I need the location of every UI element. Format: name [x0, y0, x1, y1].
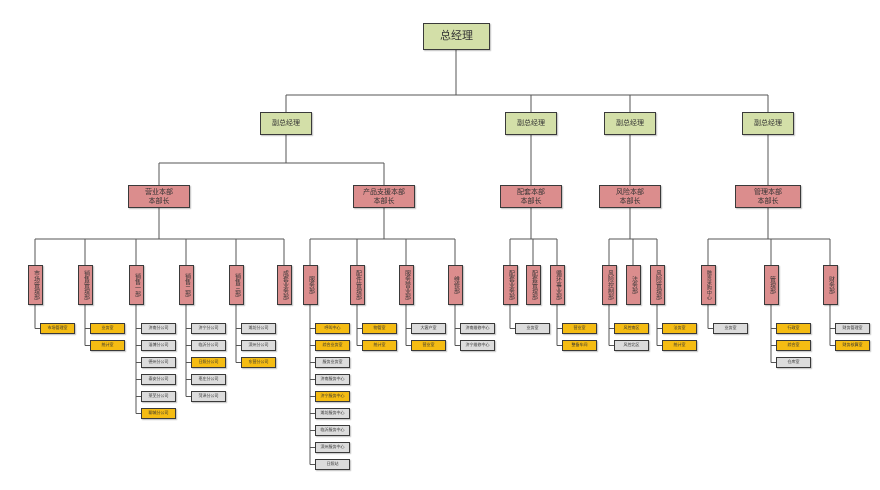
unit-node[interactable]: 日照分公司 — [191, 357, 226, 368]
unit-node[interactable]: 济宁分公司 — [191, 323, 226, 334]
unit-node[interactable]: 物管室 — [362, 323, 397, 334]
unit-node[interactable]: 潍坊服务中心 — [315, 408, 350, 419]
unit-node[interactable]: 综合室 — [776, 340, 811, 351]
unit-node[interactable]: 统计室 — [90, 340, 125, 351]
division-node[interactable]: 营业本部 本部长 — [128, 185, 190, 208]
unit-node[interactable]: 营业室 — [411, 340, 446, 351]
department-node[interactable]: 风险管理部 — [649, 265, 665, 305]
unit-node[interactable]: 呼叫中心 — [315, 323, 350, 334]
department-node[interactable]: 市场管理部 — [27, 265, 43, 305]
vp-node[interactable]: 副总经理 — [742, 112, 794, 135]
department-node[interactable]: 销售二部 — [178, 265, 194, 305]
department-node[interactable]: 销售三部 — [228, 265, 244, 305]
department-node[interactable]: 销售一部 — [128, 265, 144, 305]
unit-node[interactable]: 济南维修中心 — [460, 323, 495, 334]
unit-node[interactable]: 风控北区 — [614, 340, 649, 351]
department-node[interactable]: 融资采购中心 — [700, 265, 716, 305]
unit-node[interactable]: 服务业务室 — [315, 357, 350, 368]
unit-node[interactable]: 法务室 — [662, 323, 697, 334]
vp-node[interactable]: 副总经理 — [604, 112, 656, 135]
department-node[interactable]: 风险控制部 — [601, 265, 617, 305]
division-node[interactable]: 产品支援本部 本部长 — [353, 185, 415, 208]
unit-node[interactable]: 济宁服务中心 — [315, 391, 350, 402]
department-node[interactable]: 服务部 — [302, 265, 318, 305]
unit-node[interactable]: 淄博分公司 — [141, 340, 176, 351]
unit-node[interactable]: 财务管理室 — [835, 323, 870, 334]
department-node[interactable]: 循环事业部 — [549, 265, 565, 305]
vp-node[interactable]: 副总经理 — [260, 112, 312, 135]
unit-node[interactable]: 业务室 — [90, 323, 125, 334]
unit-node[interactable]: 综合业务室 — [315, 340, 350, 351]
unit-node[interactable]: 临沂服务中心 — [315, 425, 350, 436]
department-node[interactable]: 维修部 — [447, 265, 463, 305]
unit-node[interactable]: 滨州分公司 — [241, 340, 276, 351]
unit-node[interactable]: 济宁维修中心 — [460, 340, 495, 351]
unit-node[interactable]: 泰安分公司 — [141, 374, 176, 385]
unit-node[interactable]: 业务室 — [713, 323, 748, 334]
unit-node[interactable]: 风控南区 — [614, 323, 649, 334]
unit-node[interactable]: 济南分公司 — [141, 323, 176, 334]
unit-node[interactable]: 财务核算室 — [835, 340, 870, 351]
unit-node[interactable]: 市场管理室 — [40, 323, 75, 334]
unit-node[interactable]: 仓库室 — [776, 357, 811, 368]
division-node[interactable]: 管理本部 本部长 — [735, 185, 801, 208]
unit-node[interactable]: 枣庄分公司 — [191, 374, 226, 385]
department-node[interactable]: 服务营业部 — [398, 265, 414, 305]
unit-node[interactable]: 东营分公司 — [241, 357, 276, 368]
unit-node[interactable]: 营业室 — [562, 323, 597, 334]
ceo-node[interactable]: 总经理 — [423, 23, 490, 50]
department-node[interactable]: 成套业务部 — [276, 265, 292, 305]
department-node[interactable]: 销售管理部 — [77, 265, 93, 305]
unit-node[interactable]: 行政室 — [776, 323, 811, 334]
unit-node[interactable]: 济南服务中心 — [315, 374, 350, 385]
division-node[interactable]: 配套本部 本部长 — [500, 185, 562, 208]
department-node[interactable]: 管理部 — [763, 265, 779, 305]
unit-node[interactable]: 潍坊分公司 — [241, 323, 276, 334]
unit-node[interactable]: 大客户室 — [411, 323, 446, 334]
unit-node[interactable]: 统计室 — [362, 340, 397, 351]
unit-node[interactable]: 日照站 — [315, 459, 350, 470]
division-node[interactable]: 风险本部 本部长 — [599, 185, 661, 208]
department-node[interactable]: 配套管理部 — [525, 265, 541, 305]
vp-node[interactable]: 副总经理 — [505, 112, 557, 135]
unit-node[interactable]: 业务室 — [515, 323, 550, 334]
unit-node[interactable]: 临沂分公司 — [191, 340, 226, 351]
department-node[interactable]: 财务部 — [822, 265, 838, 305]
unit-node[interactable]: 德州分公司 — [141, 357, 176, 368]
unit-node[interactable]: 整备车间 — [562, 340, 597, 351]
department-node[interactable]: 配套业务部 — [502, 265, 518, 305]
unit-node[interactable]: 聊城分公司 — [141, 408, 176, 419]
unit-node[interactable]: 统计室 — [662, 340, 697, 351]
department-node[interactable]: 配件管理部 — [349, 265, 365, 305]
unit-node[interactable]: 莱芜分公司 — [141, 391, 176, 402]
unit-node[interactable]: 滨州服务中心 — [315, 442, 350, 453]
unit-node[interactable]: 菏泽分公司 — [191, 391, 226, 402]
department-node[interactable]: 法务部 — [625, 265, 641, 305]
